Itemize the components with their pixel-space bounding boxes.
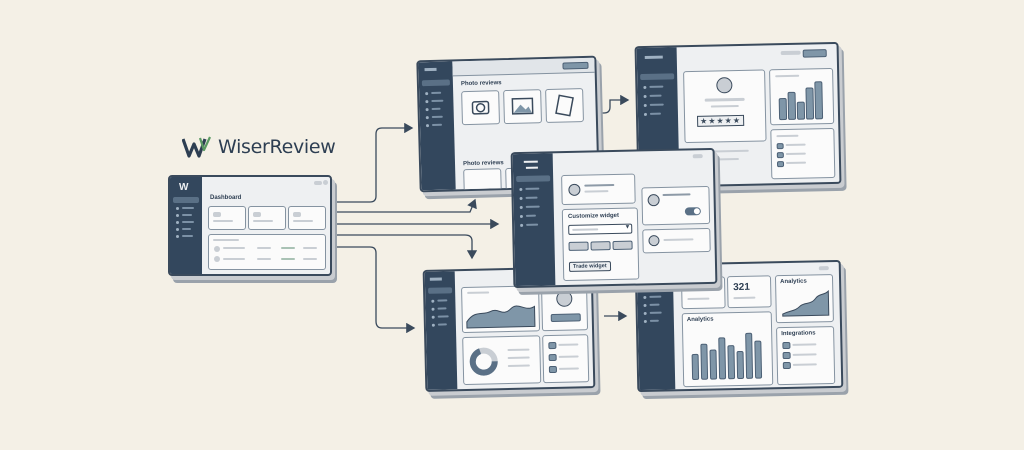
- photo-section-title-2: Photo reviews: [462, 160, 504, 168]
- brand-mark-icon: [523, 160, 538, 169]
- toggle-card: [641, 185, 711, 226]
- photo-thumb: [463, 168, 502, 193]
- area-chart: [466, 305, 536, 329]
- camera-icon: [471, 100, 490, 115]
- brand-logo: WiserReview: [182, 136, 336, 158]
- stat-card: [208, 206, 246, 230]
- toggle-switch[interactable]: [684, 207, 701, 216]
- chevron-down-icon: ▾: [625, 223, 630, 231]
- photo-frame-icon: [555, 94, 574, 117]
- customize-widget-panel: Customize widget ▾ Trade widget: [561, 207, 640, 282]
- product-card: ★★★★★: [683, 69, 767, 144]
- photo-reviews-window: Photo reviews Photo reviews: [416, 55, 600, 193]
- star-rating: ★★★★★: [697, 114, 745, 127]
- dashboard-sidebar: W: [170, 177, 202, 274]
- dashboard-title: Dashboard: [210, 195, 242, 201]
- stat-value-2: 321: [733, 281, 750, 294]
- trade-widget-button[interactable]: Trade widget: [568, 261, 611, 272]
- arrow-to-analytics: [330, 246, 416, 334]
- option-button[interactable]: [568, 241, 589, 251]
- dashboard-window: W Dashboard: [168, 175, 332, 276]
- brand-name: WiserReview: [218, 136, 336, 158]
- mini-area-chart: [782, 289, 830, 317]
- area-chart-card: [461, 285, 541, 334]
- widget-type-select[interactable]: ▾: [568, 223, 633, 235]
- photo-thumb: [545, 88, 584, 124]
- list-card: [770, 127, 836, 180]
- donut-chart: [469, 347, 498, 376]
- photo-section-title: Photo reviews: [460, 80, 502, 88]
- arrow-to-product: [596, 94, 630, 114]
- arrow-to-photo: [330, 122, 414, 203]
- analytics-sidebar: [424, 271, 458, 390]
- integrations-title: Integrations: [781, 330, 816, 338]
- option-button[interactable]: [590, 241, 611, 251]
- stat-card-2: 321: [726, 275, 772, 309]
- profile-summary-card: [561, 173, 636, 206]
- sidebar-logo: W: [179, 182, 189, 193]
- reviews-list-card: [208, 234, 326, 270]
- arrow-to-mid: [330, 234, 478, 260]
- integrations-card: Integrations: [776, 326, 836, 386]
- image-icon: [511, 97, 534, 115]
- bar-chart-card: [769, 67, 835, 126]
- arrow-to-widget-top: [330, 198, 477, 213]
- customize-widget-heading: Customize widget: [567, 212, 620, 220]
- analytics-title: Analytics: [686, 316, 714, 324]
- photo-thumb: [503, 89, 542, 125]
- mini-list-card: [542, 334, 590, 384]
- stat-card: [288, 206, 326, 230]
- customize-widget-window: Customize widget ▾ Trade widget: [510, 147, 718, 289]
- settings-row-card: [642, 227, 711, 254]
- analytics-mini-card: Analytics: [774, 274, 834, 324]
- option-button[interactable]: [612, 240, 633, 251]
- widget-sidebar: [512, 153, 556, 287]
- profile-card: [541, 284, 589, 332]
- photo-thumb: [461, 90, 501, 126]
- analytics-bar-card: Analytics: [681, 311, 774, 388]
- photo-sidebar: [418, 61, 456, 191]
- stat-card: [248, 206, 286, 230]
- wiserreview-logo-icon: [182, 136, 211, 158]
- donut-card: [462, 335, 542, 386]
- analytics-window: [422, 266, 596, 392]
